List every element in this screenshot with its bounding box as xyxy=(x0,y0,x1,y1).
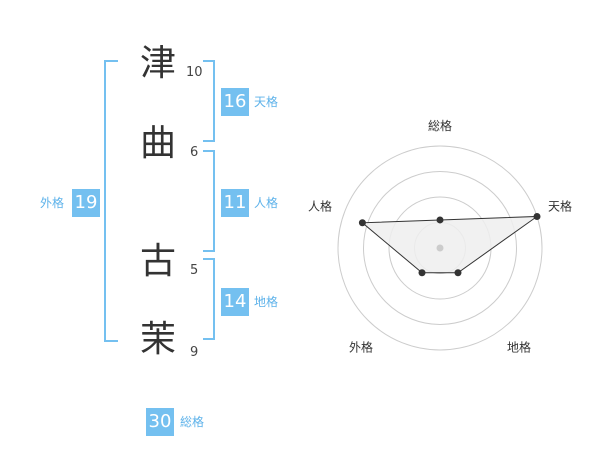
radar-axis-label-3: 地格 xyxy=(507,340,531,355)
radar-axis-label-5: 人格 xyxy=(308,198,332,213)
name-char-3: 古 xyxy=(139,241,176,282)
soukaku-value: 30 xyxy=(146,408,174,436)
radar-axis-label-2: 天格 xyxy=(548,198,572,213)
radar-point-1 xyxy=(436,216,444,224)
radar-series-shape xyxy=(361,215,539,274)
radar-grid-ring xyxy=(363,171,517,325)
soukaku-label: 総格 xyxy=(180,415,205,429)
gaikaku-label: 外格 xyxy=(40,196,65,210)
name-char-4: 茉 xyxy=(139,319,176,360)
stroke-count-4: 9 xyxy=(190,345,199,360)
radar-point-5 xyxy=(358,219,366,227)
stroke-count-2: 6 xyxy=(190,145,199,160)
chikaku-bracket xyxy=(203,258,215,340)
tenkaku-label: 天格 xyxy=(254,95,279,109)
radar-axis-label-4: 外格 xyxy=(349,340,373,355)
jinkaku-bracket xyxy=(203,150,215,252)
chikaku-label: 地格 xyxy=(254,295,279,309)
chikaku-value: 14 xyxy=(221,288,249,316)
stroke-count-1: 10 xyxy=(186,65,203,80)
jinkaku-value: 11 xyxy=(221,189,249,217)
tenkaku-bracket xyxy=(203,60,215,142)
radar-point-4 xyxy=(418,269,426,277)
tenkaku-value: 16 xyxy=(221,88,249,116)
jinkaku-label: 人格 xyxy=(254,196,279,210)
gaikaku-bracket xyxy=(104,60,118,342)
radar-grid-ring xyxy=(337,145,543,351)
gaikaku-value: 19 xyxy=(72,189,100,217)
radar-axis-label-1: 総格 xyxy=(428,118,452,133)
radar-point-2 xyxy=(533,212,541,220)
radar-center-point xyxy=(436,244,444,252)
name-char-1: 津 xyxy=(139,43,176,84)
stroke-count-3: 5 xyxy=(190,263,199,278)
name-char-2: 曲 xyxy=(139,123,176,164)
radar-point-3 xyxy=(454,269,462,277)
